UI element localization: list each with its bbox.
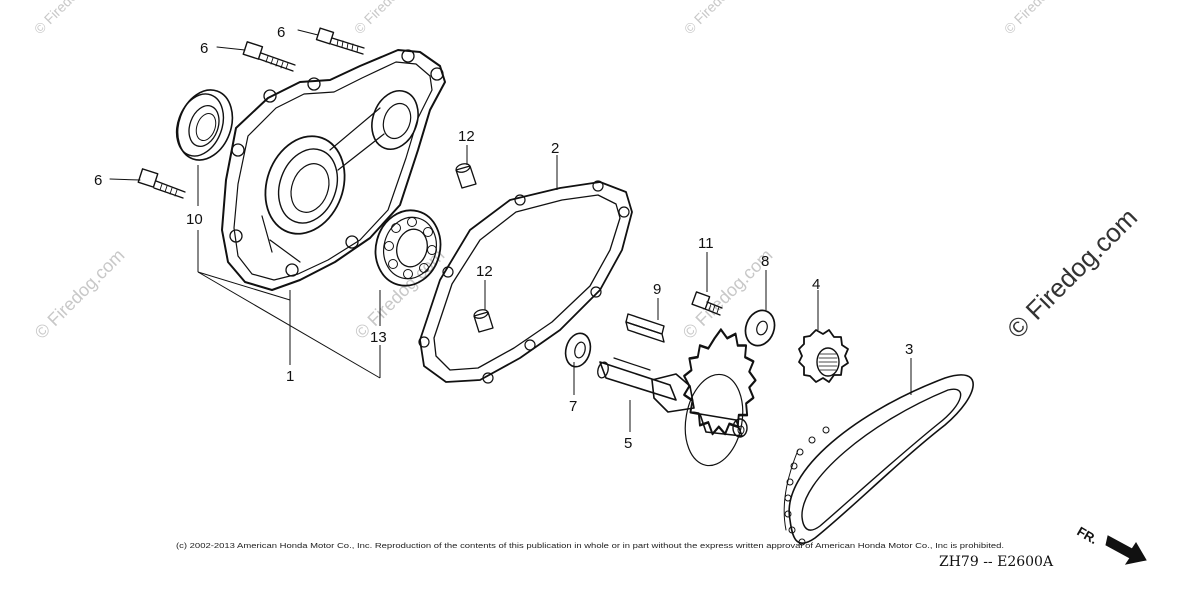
chain-3	[783, 374, 974, 546]
callout-7: 7	[569, 398, 577, 415]
key-9	[625, 313, 665, 343]
callout-12-lower: 12	[476, 263, 493, 280]
dowel-pin-12-upper	[455, 163, 477, 189]
callout-5: 5	[624, 435, 632, 452]
bolt-11	[691, 291, 723, 316]
bolt-6-mid	[216, 41, 296, 72]
callout-8: 8	[761, 253, 769, 270]
front-direction-indicator: FR.	[1075, 524, 1147, 565]
callout-13: 13	[370, 329, 387, 346]
callout-6-lower: 6	[94, 172, 102, 189]
copyright-notice: (c) 2002-2013 American Honda Motor Co., …	[176, 541, 1004, 550]
front-arrow-icon	[1105, 535, 1147, 565]
callout-4: 4	[812, 276, 820, 293]
callout-11: 11	[698, 235, 714, 252]
bearing-balls	[384, 217, 437, 279]
watermark-2: © Firedog.com	[351, 0, 427, 37]
watermark-1: © Firedog.com	[31, 0, 107, 37]
chain-links	[784, 426, 830, 546]
gasket-2	[418, 180, 633, 384]
bolt-6-top	[297, 27, 365, 55]
callout-12-upper: 12	[458, 128, 475, 145]
case-cover-1	[221, 49, 446, 291]
bolt-6-lower	[109, 168, 186, 199]
watermark-5: © Firedog.com	[31, 245, 129, 343]
callout-6-mid: 6	[200, 40, 208, 57]
oil-seal-10	[175, 89, 234, 161]
callout-9: 9	[653, 281, 661, 298]
watermark-4: © Firedog.com	[1001, 0, 1077, 37]
watermark-3: © Firedog.com	[681, 0, 757, 37]
washer-8	[744, 309, 776, 347]
bearing-13	[374, 209, 442, 287]
callout-3: 3	[905, 341, 913, 358]
callouts: 1 2 3 4 5 6 6 6 7 8 9 10 11 12 12 13	[94, 24, 913, 452]
watermark-large: © Firedog.com	[1001, 202, 1143, 344]
callout-6-top: 6	[277, 24, 285, 41]
callout-10: 10	[186, 211, 203, 228]
washer-7	[564, 332, 592, 368]
callout-2: 2	[551, 140, 559, 157]
diagram-code: ZH79 -- E2600A	[939, 554, 1054, 570]
front-direction-label: FR.	[1075, 524, 1101, 547]
drive-sprocket-4	[798, 329, 849, 383]
leader-lines	[197, 145, 912, 432]
shaft-sprocket-5	[597, 328, 757, 467]
callout-1: 1	[286, 368, 294, 385]
dowel-pin-12-lower	[473, 309, 494, 333]
